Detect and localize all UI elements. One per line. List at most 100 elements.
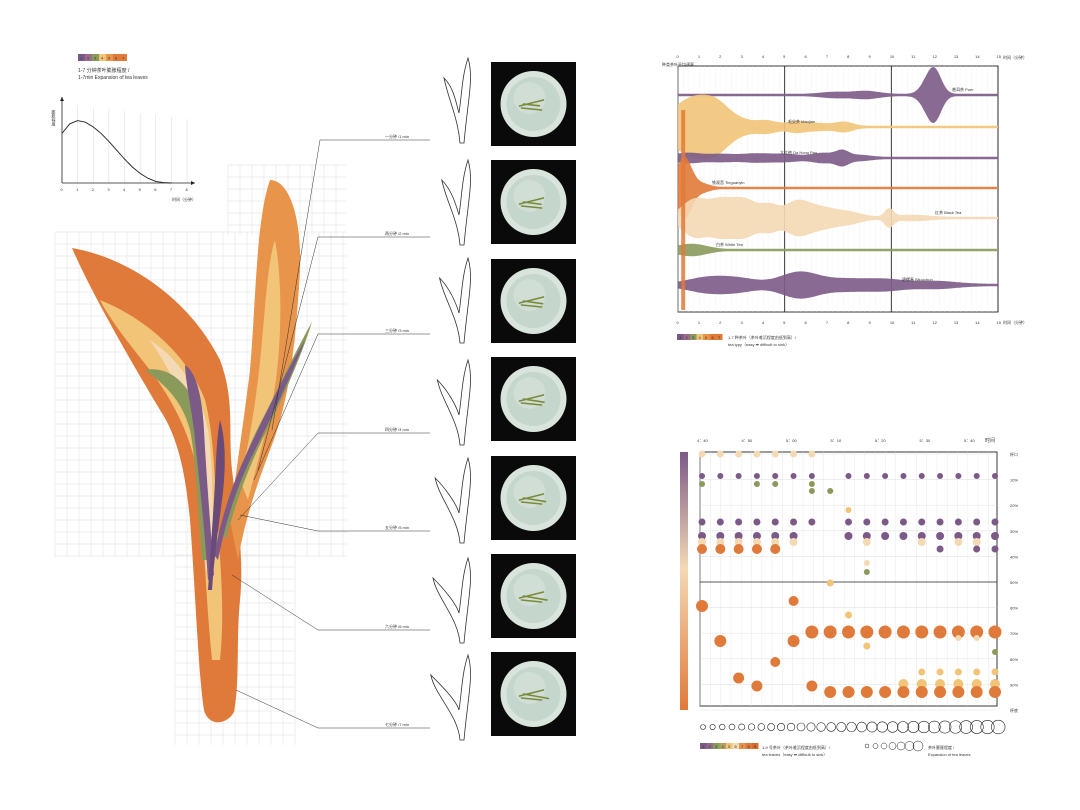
position-dot	[954, 532, 963, 540]
sinking-x-tick-bottom: 0	[677, 320, 680, 325]
position-dot	[845, 518, 852, 526]
leaf-layer-orange	[72, 248, 242, 723]
position-dot	[936, 532, 945, 540]
sinking-legend-number: 2	[686, 335, 689, 340]
position-dot	[733, 544, 744, 554]
sinking-legend-swatch	[703, 334, 710, 340]
step-leader-line	[235, 689, 430, 729]
position-dot	[735, 473, 742, 479]
position-dot	[918, 518, 926, 526]
position-legend-swatch	[700, 743, 707, 749]
sinking-violin-2	[678, 149, 998, 167]
legend-swatch	[85, 54, 92, 61]
legend-swatch	[99, 54, 106, 61]
legend-swatch	[78, 54, 85, 61]
legend-swatch	[92, 54, 99, 61]
expansion-title-cn: 1-7 分钟茶叶膨胀程度 /	[78, 67, 130, 74]
expansion-size-circle	[796, 722, 806, 732]
sinking-x-tick-bottom: 1	[698, 320, 701, 325]
expansion-title-en: 1-7min Expansion of tea leaves	[78, 75, 148, 81]
curve-x-tick: 8	[186, 187, 189, 192]
sinking-violin-3	[678, 156, 998, 220]
position-dot	[954, 518, 962, 526]
position-legend-swatch	[739, 743, 746, 749]
sinking-x-tick-top: 11	[911, 54, 916, 59]
position-dot	[844, 532, 853, 540]
position-legend-swatch	[719, 743, 726, 749]
expansion-size-circle	[777, 722, 786, 731]
position-legend-swatch	[713, 743, 720, 749]
position-dot	[808, 473, 815, 479]
size-legend-circle	[888, 742, 897, 750]
cup-photo-column	[491, 62, 576, 736]
position-dot	[752, 538, 761, 546]
sinking-legend-number: 4	[699, 335, 702, 340]
position-dot	[863, 642, 871, 650]
position-dot	[845, 507, 852, 513]
leaf-outline	[436, 358, 471, 446]
sinking-x-tick-top: 5	[783, 54, 786, 59]
curve-x-tick: 5	[139, 187, 142, 192]
leaf-outline	[432, 556, 471, 644]
position-dot	[990, 679, 1000, 689]
position-dot	[751, 544, 762, 554]
size-legend-circle	[864, 743, 870, 749]
curve-x-tick: 4	[123, 187, 126, 192]
position-dot	[790, 450, 798, 458]
sinking-x-tick-top: 0	[677, 54, 680, 59]
sinking-x-tick-top: 6	[805, 54, 808, 59]
sinking-violin-1	[678, 94, 998, 160]
legend-swatch-number: 2	[87, 56, 90, 61]
position-dot	[863, 518, 871, 526]
position-dot	[897, 686, 910, 698]
size-legend-circle	[904, 741, 915, 751]
position-dot	[790, 518, 798, 526]
step-leader-line	[257, 236, 430, 471]
position-x-tick: 4：50	[742, 438, 753, 443]
position-x-tick: 5：30	[920, 438, 931, 443]
sinking-x-tick-top: 1	[698, 54, 701, 59]
leaf-layer-plum	[185, 365, 214, 580]
position-dot	[787, 635, 800, 647]
position-dot	[698, 450, 706, 458]
position-dot	[862, 532, 871, 540]
sinking-x-unit-bottom: 时间（分钟）	[1003, 319, 1027, 325]
position-legend-number: 5	[728, 744, 731, 749]
position-dot	[951, 625, 965, 639]
position-dot	[772, 481, 779, 487]
position-dot	[805, 625, 819, 639]
position-dot	[936, 518, 944, 526]
sinking-y-label: 种类茶叶平均速率	[662, 61, 694, 67]
position-dot	[936, 668, 944, 676]
position-dot	[918, 668, 926, 676]
position-dot	[771, 518, 779, 526]
sinking-violin-6	[678, 271, 998, 299]
position-dot	[698, 518, 706, 526]
position-dot	[973, 545, 981, 553]
size-legend-circle	[912, 740, 924, 752]
position-legend-number: 4	[722, 744, 725, 749]
leaf-layer-plum-right	[214, 340, 305, 560]
legend-swatch-number: 4	[101, 56, 104, 61]
expansion-size-circle	[816, 722, 826, 732]
sinking-x-tick-top: 14	[975, 54, 980, 59]
expansion-size-circle	[948, 720, 963, 734]
position-x-tick: 5：20	[875, 438, 886, 443]
position-dot	[972, 532, 981, 540]
sinking-x-tick-top: 2	[719, 54, 722, 59]
position-dot	[771, 538, 780, 546]
position-dot	[988, 625, 1002, 639]
position-dot	[937, 473, 944, 479]
expansion-size-circle	[969, 720, 984, 734]
position-dot	[698, 532, 706, 540]
position-dot	[735, 518, 743, 526]
sinking-x-tick-bottom: 15	[997, 320, 1002, 325]
legend-swatch	[120, 54, 127, 61]
sinking-legend-number: 6	[712, 335, 715, 340]
sinking-x-tick-top: 4	[762, 54, 765, 59]
expansion-size-circle	[897, 721, 909, 733]
legend-swatch-number: 3	[94, 56, 97, 61]
sinking-x-tick-bottom: 10	[890, 320, 895, 325]
expansion-size-circle	[747, 723, 756, 731]
